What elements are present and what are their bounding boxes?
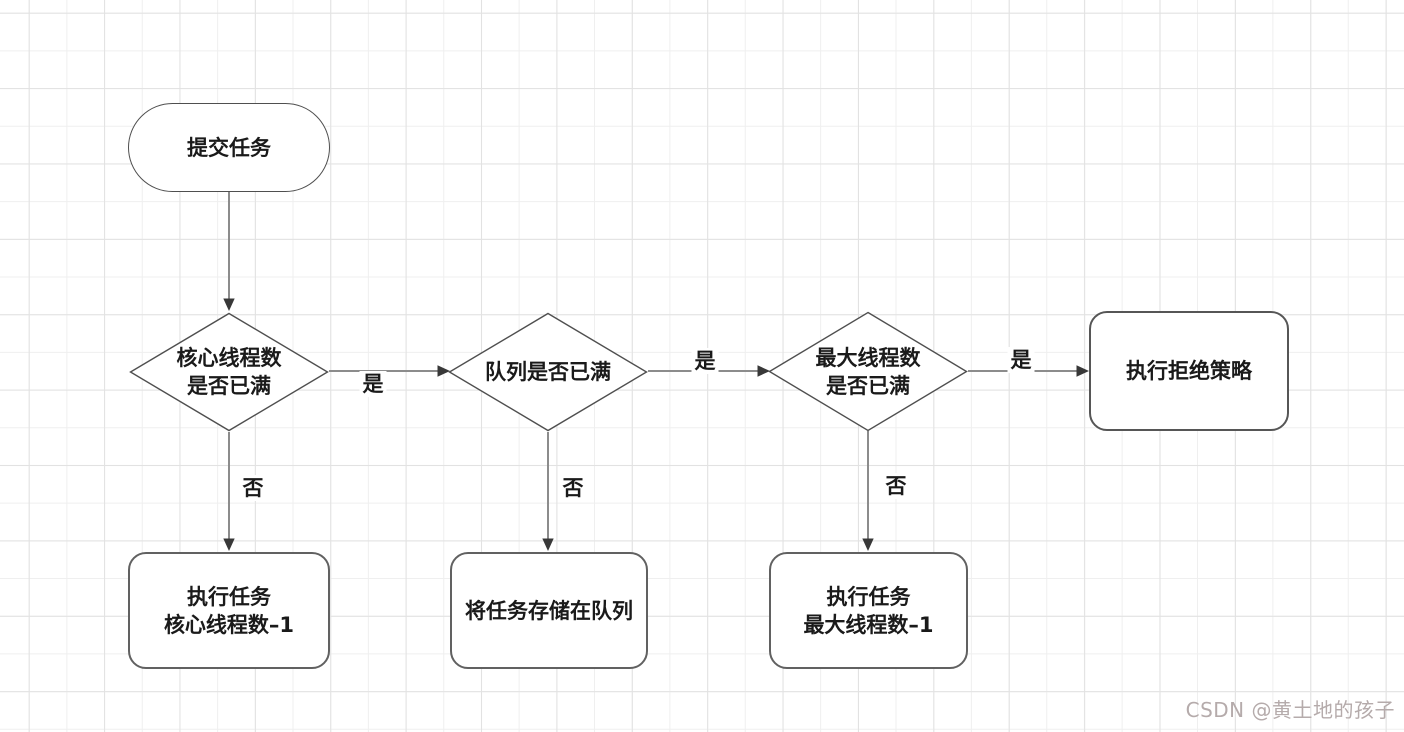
node-reject-policy: 执行拒绝策略 [1089,311,1289,431]
node-reject-policy-label: 执行拒绝策略 [1126,359,1252,383]
node-exec-core: 执行任务 核心线程数–1 [128,552,330,669]
edge-label-max-yes: 是 [1007,347,1035,373]
diamond-shape-icon [768,311,968,432]
edge-label-queue-no: 否 [559,475,587,501]
node-decision-queue-full-label: 队列是否已满 [485,360,611,384]
node-decision-core-full: 核心线程数 是否已满 [129,312,329,432]
edge-label-queue-yes: 是 [691,348,719,374]
node-store-queue-label: 将任务存储在队列 [465,598,633,623]
node-decision-max-full: 最大线程数 是否已满 [768,311,968,432]
node-store-queue: 将任务存储在队列 [450,552,648,669]
node-start-label: 提交任务 [187,135,271,160]
arrowhead-queue-full-to-store-queue [542,538,554,551]
edge-label-core-yes: 是 [359,371,387,397]
arrowhead-core-full-to-exec-core [223,538,235,551]
csdn-watermark: CSDN @黄土地的孩子 [1185,698,1395,722]
arrowhead-start-to-core-full [223,298,235,311]
node-decision-queue-full: 队列是否已满 [448,312,648,432]
diamond-shape-icon [129,312,329,432]
node-start: 提交任务 [128,103,330,192]
arrowhead-max-full-to-reject [1076,365,1089,377]
edge-label-core-no: 否 [239,475,267,501]
edge-label-max-no: 否 [882,473,910,499]
node-exec-max: 执行任务 最大线程数–1 [769,552,968,669]
node-exec-core-label: 执行任务 核心线程数–1 [163,584,295,637]
node-decision-core-full-label: 核心线程数 是否已满 [176,346,282,398]
arrowhead-max-full-to-exec-max [862,538,874,551]
node-exec-max-label: 执行任务 最大线程数–1 [803,584,934,637]
node-decision-max-full-label: 最大线程数 是否已满 [815,345,921,398]
diamond-shape-icon [448,312,648,432]
